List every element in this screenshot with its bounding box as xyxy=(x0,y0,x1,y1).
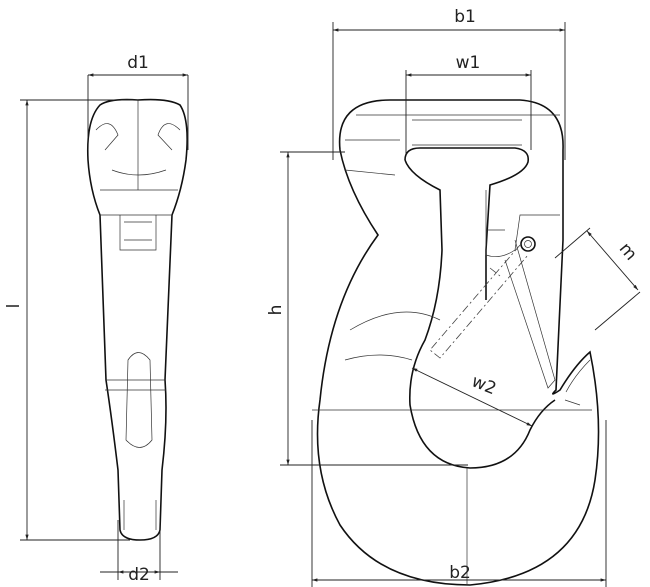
dimension-w1: w1 xyxy=(405,53,532,155)
dimension-d1: d1 xyxy=(87,53,189,150)
dimension-w2: w2 xyxy=(411,367,533,427)
dimension-l: l xyxy=(4,99,138,541)
dim-label-b1: b1 xyxy=(454,7,476,27)
dimension-b2: b2 xyxy=(311,420,607,587)
side-view xyxy=(86,98,188,541)
dimension-m: m xyxy=(554,227,641,331)
dim-label-d2: d2 xyxy=(128,565,150,585)
dimension-b1: b1 xyxy=(332,7,566,160)
dim-label-b2: b2 xyxy=(449,563,471,583)
dim-label-l: l xyxy=(4,304,24,309)
dim-label-h: h xyxy=(266,305,286,316)
dim-label-d1: d1 xyxy=(127,53,149,73)
dim-label-w1: w1 xyxy=(456,53,481,73)
dim-label-m: m xyxy=(615,239,641,265)
dimension-h: h xyxy=(266,151,468,466)
dimension-d2: d2 xyxy=(100,520,178,585)
dim-label-w2: w2 xyxy=(469,371,499,399)
front-view-hook xyxy=(312,99,600,586)
